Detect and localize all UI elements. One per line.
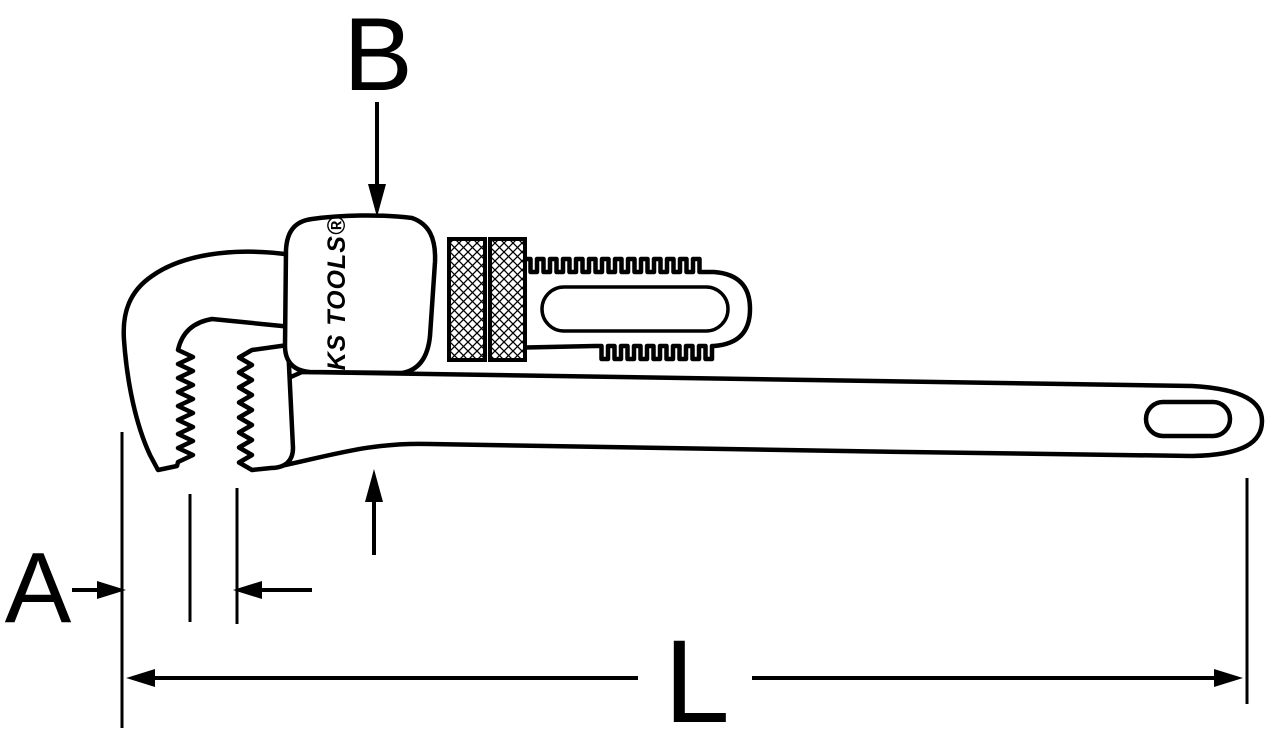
brand-logo-text: KS TOOLS® — [323, 216, 351, 371]
dimension-b: B — [343, 0, 413, 555]
adjusting-rack — [502, 256, 753, 362]
wrench-drawing: KS TOOLS® — [121, 213, 1265, 473]
dimension-a-arrowhead-left-icon — [233, 581, 262, 599]
hook-jaw — [121, 249, 295, 473]
dimension-l-arrowhead-left-icon — [126, 669, 155, 687]
dimension-l: L — [120, 432, 1249, 745]
dimension-b-arrowhead-down-icon — [368, 184, 386, 217]
dimension-l-label: L — [664, 616, 730, 745]
adjusting-rack-inner-outline — [540, 285, 730, 333]
handle-hang-hole — [1143, 399, 1233, 439]
knurled-nut-left-half — [447, 237, 487, 362]
wrench-handle — [273, 369, 1265, 470]
dimension-l-arrowhead-right-icon — [1214, 669, 1243, 687]
dimension-a-arrowhead-right-icon — [97, 581, 126, 599]
dimension-a-label: A — [5, 532, 72, 644]
fixed-jaw — [236, 342, 296, 473]
dimension-b-label: B — [343, 0, 412, 113]
wrench-head-housing — [282, 213, 438, 376]
dimension-b-arrowhead-up-icon — [365, 469, 383, 502]
dimension-a: A — [5, 488, 312, 644]
knurled-nut-right-half — [488, 237, 527, 362]
